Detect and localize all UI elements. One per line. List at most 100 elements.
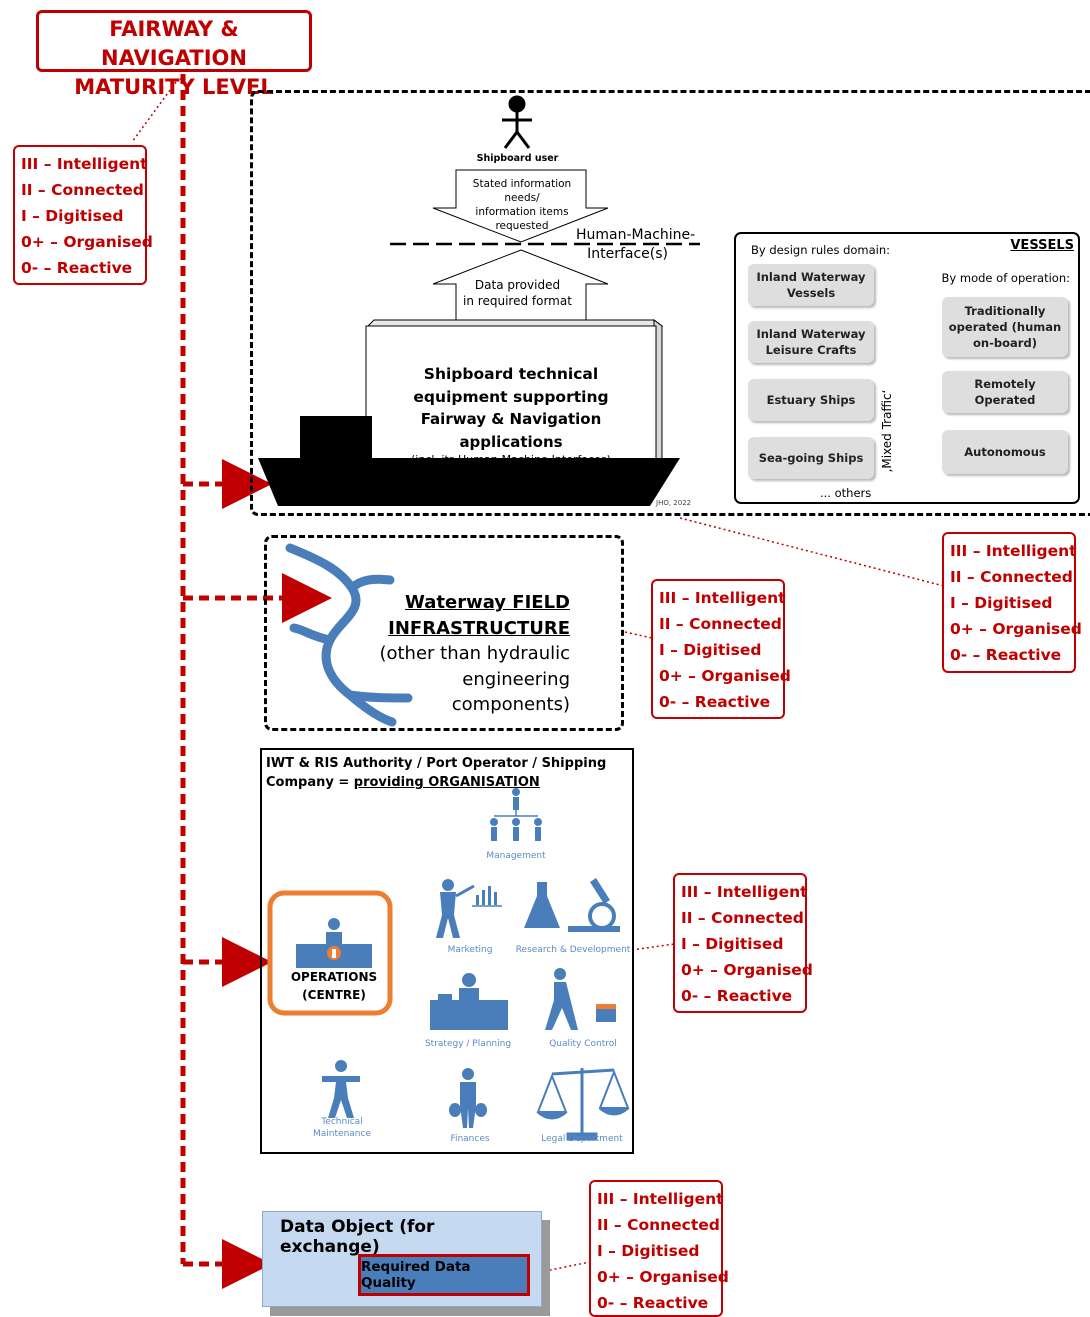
level-intelligent: III – Intelligent [681,883,808,901]
level-reactive: 0- – Reactive [681,987,793,1005]
levels-box-general: III – Intelligent II – Connected I – Dig… [13,145,153,285]
credit: JHO, 2022 [656,499,692,507]
operations-icon [296,918,372,968]
level-reactive: 0- – Reactive [21,259,133,277]
infrastructure-desc-line: components) [451,694,570,715]
maintenance-label-line: Maintenance [313,1129,371,1139]
level-organised: 0+ – Organised [21,233,153,251]
research-icon [524,878,620,932]
level-digitised: I – Digitised [681,935,784,953]
maintenance-label: Technical Maintenance [300,1116,384,1140]
level-digitised: I – Digitised [21,207,124,225]
level-intelligent: III – Intelligent [21,155,148,173]
data-object-title: Data Object (for exchange) [280,1217,435,1257]
levels-box-infrastructure: III – Intelligent II – Connected I – Dig… [651,579,791,719]
mode-item-traditional: Traditionally operated (human on-board) [942,297,1068,357]
legal-icon [536,1068,630,1141]
management-icon [490,788,542,841]
required-data-quality: Required Data Quality [358,1254,530,1296]
organisation-heading-link: providing ORGANISATION [353,775,540,790]
level-organised: 0+ – Organised [950,620,1082,638]
mode-item-autonomous: Autonomous [942,430,1068,474]
organisation-icons [267,788,630,1141]
level-reactive: 0- – Reactive [597,1294,709,1312]
equipment-title-line: equipment supporting [413,387,609,406]
operations-centre-frame [267,890,393,1016]
infrastructure-text: Waterway FIELD INFRASTRUCTURE (other tha… [370,590,570,718]
info-needs-text: Stated information needs/ information it… [462,177,582,233]
design-item-estuary-ships: Estuary Ships [748,379,874,421]
level-intelligent: III – Intelligent [597,1190,724,1208]
marketing-icon [436,879,502,938]
info-needs-line: information items [475,206,569,218]
operations-label-line: OPERATIONS [290,970,378,984]
level-digitised: I – Digitised [950,594,1053,612]
level-intelligent: III – Intelligent [950,542,1077,560]
info-needs-line: needs/ [504,192,540,204]
hmi-label: Human-Machine- Interface(s) [566,226,696,264]
vessels-heading: VESSELS [1010,238,1074,253]
shipboard-section [250,90,1090,516]
equipment-text: Shipboard technical equipment supporting… [370,363,652,467]
maturity-title: FAIRWAY & NAVIGATION MATURITY LEVEL [36,10,312,99]
ship-bridge [300,416,372,462]
quality-control-label: Quality Control [549,1039,617,1049]
data-provided-line: Data provided [474,278,561,292]
quality-control-icon [545,968,616,1030]
infrastructure-title-line: INFRASTRUCTURE [388,617,570,639]
design-item-inland-waterway-vessels: Inland Waterway Vessels [748,264,874,306]
ship-hull [258,458,680,506]
strategy-label: Strategy / Planning [424,1039,512,1049]
level-connected: II – Connected [21,181,144,199]
equipment-title-line: Fairway & Navigation applications [420,410,602,451]
data-provided-line: in required format [463,294,572,308]
organisation-section [260,748,634,1154]
mode-item-remote: Remotely Operated [942,371,1068,413]
info-needs-arrow [432,169,609,243]
organisation-heading-prefix: Company = [266,775,354,790]
level-reactive: 0- – Reactive [950,646,1062,664]
levels-box-data-object: III – Intelligent II – Connected I – Dig… [589,1180,729,1317]
design-rules-label: By design rules domain: [751,243,891,257]
management-label: Management [486,851,546,861]
levels-box-vessels: III – Intelligent II – Connected I – Dig… [942,532,1082,673]
level-connected: II – Connected [950,568,1073,586]
legal-label: Legal Department [541,1134,623,1144]
equipment-box [365,325,657,475]
equipment-title-line: Shipboard technical [423,365,599,383]
finances-icon [449,1068,487,1128]
research-label: Research & Development [515,945,631,955]
mixed-traffic-label: ‚Mixed Traffic‘ [880,389,894,473]
others-label: ... others [820,486,872,500]
level-organised: 0+ – Organised [597,1268,729,1286]
design-item-leisure-crafts: Inland Waterway Leisure Crafts [748,321,874,363]
user-icon [502,95,532,149]
finances-label: Finances [450,1134,490,1144]
data-provided-text: Data provided in required format [455,277,580,309]
marketing-label: Marketing [447,945,493,955]
organisation-heading: IWT & RIS Authority / Port Operator / Sh… [266,754,628,792]
level-organised: 0+ – Organised [659,667,791,685]
level-intelligent: III – Intelligent [659,589,786,607]
info-needs-line: requested [495,220,549,232]
maintenance-icon [322,1060,360,1118]
levels-box-organisation: III – Intelligent II – Connected I – Dig… [673,873,813,1013]
operations-label: OPERATIONS (CENTRE) [276,968,392,1004]
operations-label-line: (CENTRE) [302,988,366,1002]
infrastructure-desc-line: (other than hydraulic [379,643,570,664]
title-line-1: FAIRWAY & NAVIGATION [101,17,247,70]
level-connected: II – Connected [681,909,804,927]
info-needs-line: Stated information [472,178,572,190]
level-connected: II – Connected [659,615,782,633]
user-label: Shipboard user [476,153,559,164]
hmi-line: Interface(s) [587,246,668,262]
mode-label: By mode of operation: [941,271,1070,285]
level-digitised: I – Digitised [659,641,762,659]
level-reactive: 0- – Reactive [659,693,771,711]
infrastructure-title-line: Waterway FIELD [405,592,570,613]
design-item-sea-going-ships: Sea-going Ships [748,437,874,479]
level-organised: 0+ – Organised [681,961,813,979]
level-digitised: I – Digitised [597,1242,700,1260]
level-connected: II – Connected [597,1216,720,1234]
infrastructure-section [264,535,624,731]
